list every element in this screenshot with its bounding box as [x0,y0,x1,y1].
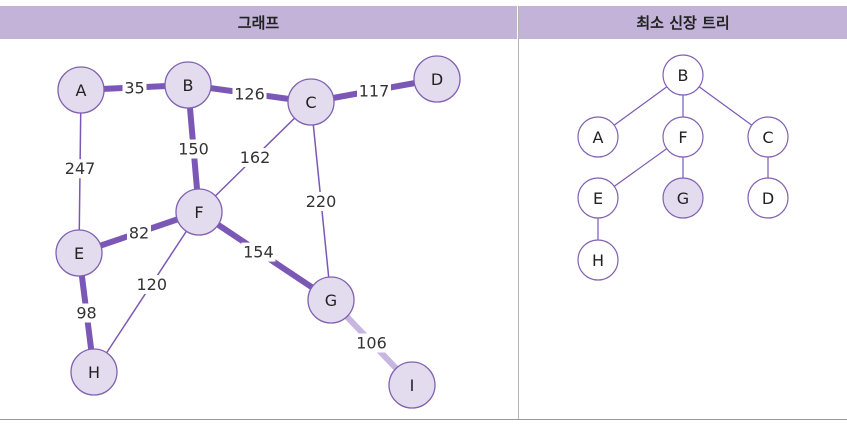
mst-node-circle [662,177,704,219]
mst-node-D: D [747,177,789,219]
mst-node-label: B [678,66,689,85]
graph-edge-weight: 106 [356,334,387,353]
edge-label-background [122,78,147,98]
graph-node-I: I [388,361,436,409]
graph-node-D: D [413,55,461,103]
graph-edge-labels: 35 126 117 247 150 162 220 82 154 120 98 106 [63,78,391,353]
graph-edge-weight: 120 [136,275,167,294]
mst-node-circle [662,54,704,96]
edge-label-background [354,333,389,353]
mst-node-circle [747,177,789,219]
mst-node-C: C [747,116,789,158]
graph-node-label: E [74,244,84,263]
mst-node-label: G [677,189,689,208]
edge-label-background [127,223,151,243]
graph-node-A: A [57,66,105,114]
mst-nodes: B A F C E G D H [577,54,789,281]
graph-node-label: I [410,376,415,395]
graph-node-B: B [164,61,212,109]
graph-node-label: G [325,291,337,310]
graph-diagram: 35 126 117 247 150 162 220 82 154 120 98 106 A B C D E F G… [55,55,461,409]
edge-label-background [63,159,98,179]
graph-node-F: F [175,188,223,236]
graph-edge-weight: 126 [234,85,265,104]
mst-node-label: C [762,128,773,147]
graph-panel-header: 그래프 [0,6,517,39]
mst-node-label: E [593,189,603,208]
graph-node-label: H [88,363,100,382]
mst-node-circle [662,116,704,158]
graph-node-C: C [287,78,335,126]
graph-node-label: B [183,76,194,95]
edge-label-background [357,81,391,101]
graph-edge-weight: 220 [306,192,337,211]
mst-node-F: F [662,116,704,158]
graph-node-circle [175,188,223,236]
mst-node-circle [577,177,619,219]
graph-node-circle [307,276,355,324]
edge-label-background [74,303,99,323]
mst-edges [597,74,769,260]
graph-node-E: E [55,229,103,277]
mst-panel-title: 최소 신장 트리 [636,14,730,32]
mst-node-G: G [662,177,704,219]
mst-node-label: D [762,189,774,208]
mst-node-E: E [577,177,619,219]
graph-edge-weight: 35 [124,79,144,98]
graph-edge-weight: 82 [129,224,149,243]
graph-node-circle [388,361,436,409]
graph-node-circle [57,66,105,114]
edge-label-background [238,148,272,167]
graph-node-circle [70,348,118,396]
graph-edge-weight: 150 [178,140,209,159]
mst-node-circle [747,116,789,158]
mst-node-label: A [593,128,604,147]
edge-label-background [176,139,211,159]
panel-divider [518,6,519,420]
graph-node-circle [413,55,461,103]
mst-node-circle [577,239,619,281]
edge-label-background [241,242,276,262]
mst-node-label: H [592,251,604,270]
graph-node-label: D [431,70,443,89]
graph-node-label: F [194,203,203,222]
graph-node-label: A [76,81,87,100]
mst-node-circle [577,116,619,158]
graph-node-circle [55,229,103,277]
graph-node-circle [164,61,212,109]
graph-edge-weight: 162 [240,148,271,167]
graph-edge-weight: 98 [76,304,96,323]
graph-edge-weight: 117 [359,82,390,101]
graph-node-G: G [307,276,355,324]
mst-node-B: B [662,54,704,96]
edge-label-background [232,84,267,104]
mst-panel-header: 최소 신장 트리 [519,6,847,39]
graph-edge-weight: 247 [65,159,96,178]
graph-panel-title: 그래프 [237,14,280,32]
edge-label-background [304,192,338,211]
bottom-rule [0,419,847,420]
mst-node-label: F [678,128,687,147]
mst-node-A: A [577,116,619,158]
graph-edge-weight: 154 [243,243,274,262]
edge-label-background [134,275,169,294]
graph-node-circle [287,78,335,126]
graph-node-label: C [305,93,316,112]
mst-node-H: H [577,239,619,281]
graph-node-H: H [70,348,118,396]
graph-nodes: A B C D E F G H I [55,55,461,409]
